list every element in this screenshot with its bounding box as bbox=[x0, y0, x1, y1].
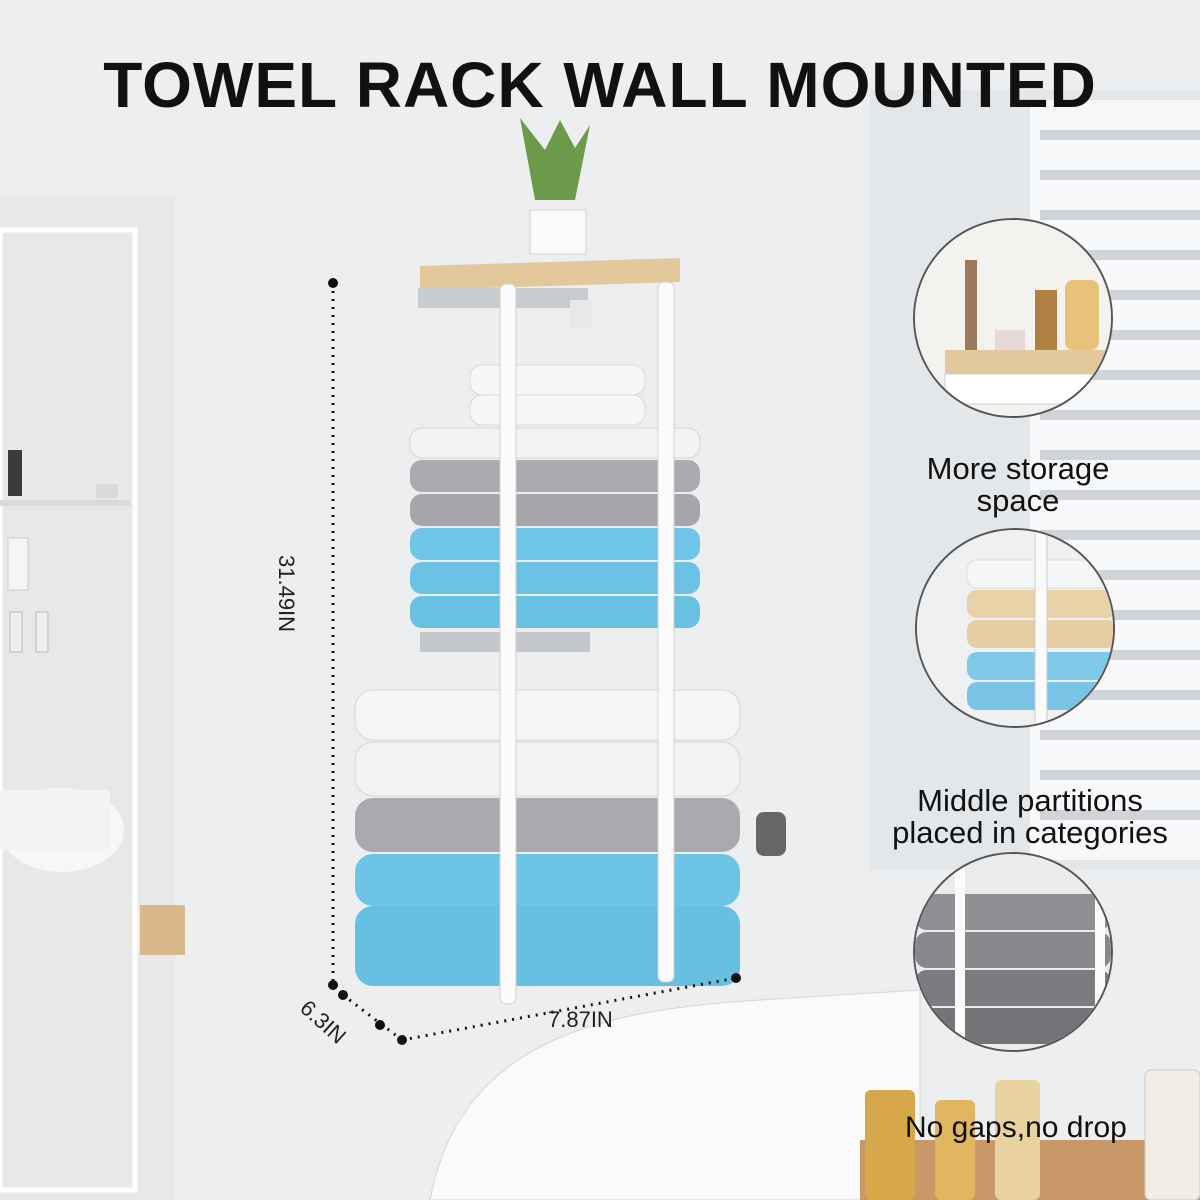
mirror-cabinet bbox=[0, 195, 185, 1200]
width-dimension-label: 7.87IN bbox=[548, 1007, 613, 1032]
feature-caption-line: More storage bbox=[926, 451, 1110, 486]
partitions-detail bbox=[917, 530, 1113, 726]
feature-caption-line: Middle partitions bbox=[917, 783, 1143, 818]
detail-circle-no-gaps bbox=[913, 852, 1113, 1052]
dimension-lines bbox=[331, 283, 737, 1042]
storage-shelf-detail bbox=[915, 220, 1111, 416]
detail-circle-partitions bbox=[915, 528, 1115, 728]
towel-rack bbox=[354, 118, 741, 1005]
toiletry-bottles bbox=[865, 1069, 1200, 1200]
feature-caption-line: placed in categories bbox=[892, 815, 1168, 850]
lower-towel-stack bbox=[354, 689, 741, 986]
height-dimension-label: 31.49IN bbox=[274, 555, 299, 633]
feature-caption-no-gaps: No gaps,no drop bbox=[905, 1111, 1127, 1144]
feature-caption-partitions: Middle partitions placed in categories bbox=[880, 785, 1180, 849]
feature-caption-line: space bbox=[976, 483, 1060, 518]
no-gaps-detail bbox=[915, 854, 1111, 1050]
feature-caption-storage: More storage space bbox=[913, 453, 1123, 517]
bathtub bbox=[429, 989, 1200, 1200]
page-title: TOWEL RACK WALL MOUNTED bbox=[103, 49, 1097, 121]
detail-circle-storage bbox=[913, 218, 1113, 418]
